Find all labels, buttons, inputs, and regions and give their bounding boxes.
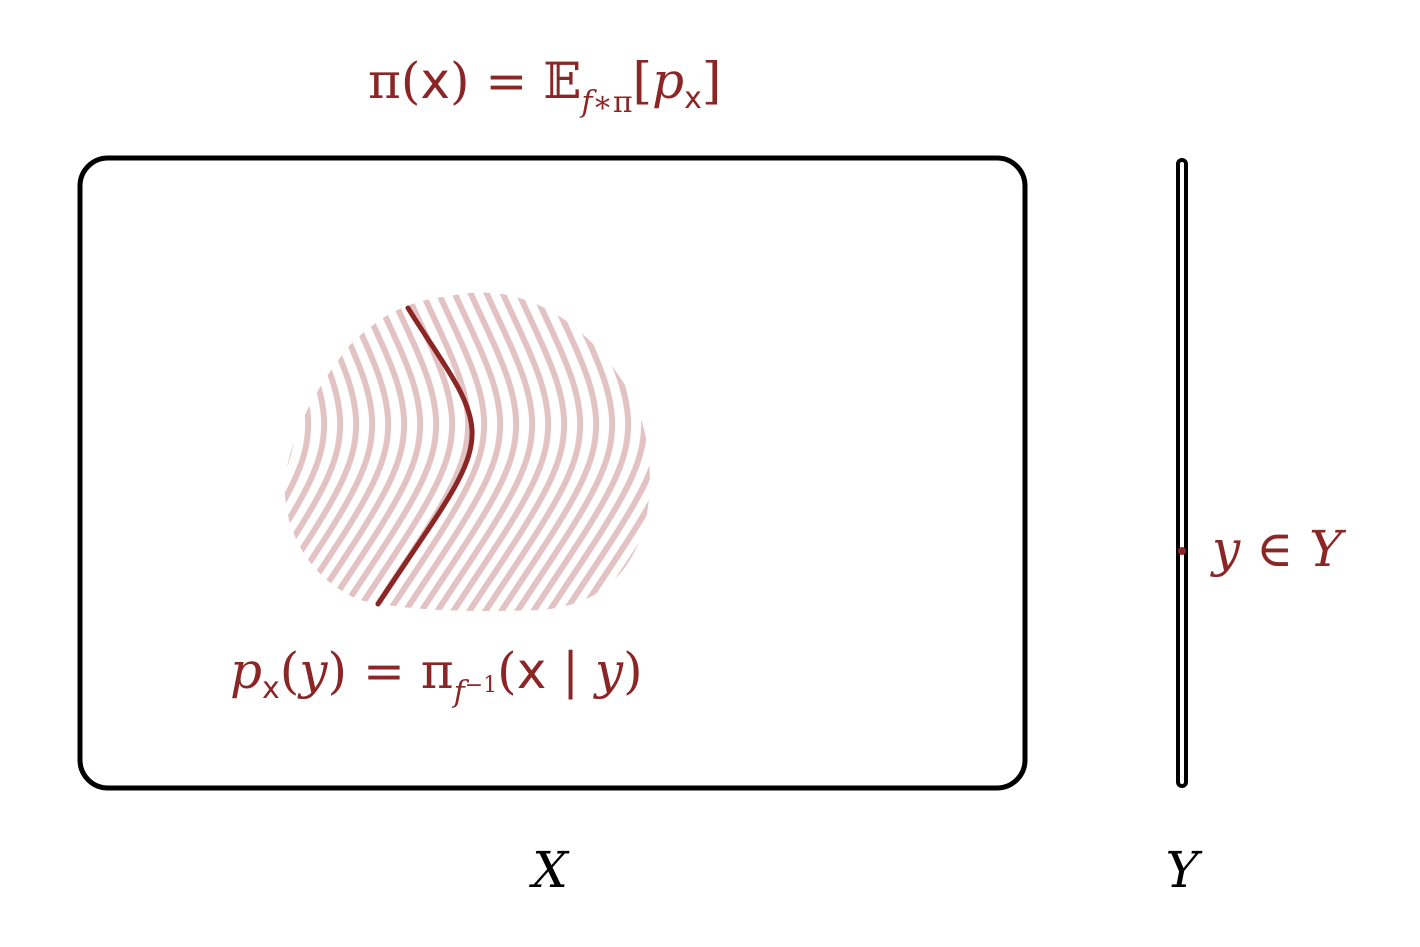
fiber-stripe xyxy=(434,292,568,611)
space-y-label: Y xyxy=(1165,841,1202,899)
open-paren: ( xyxy=(280,642,300,700)
fiber-stripe xyxy=(354,292,488,611)
p-symbol: p xyxy=(230,642,262,700)
fiber-stripe xyxy=(610,292,650,611)
pi-symbol: π xyxy=(368,52,401,110)
space-x-frame xyxy=(77,155,1028,791)
p-symbol: p xyxy=(652,52,684,110)
Y-space: Y xyxy=(1309,520,1346,578)
p-subscript-x: x xyxy=(684,81,702,116)
fiber-stripe xyxy=(370,292,504,611)
fiber-stripe xyxy=(386,292,520,611)
fiber-stripe xyxy=(290,292,424,611)
point-y-marker xyxy=(1178,547,1186,555)
x-variable: x xyxy=(517,642,547,700)
y-variable-2: y xyxy=(593,642,624,700)
fiber-stripe xyxy=(306,292,440,611)
close-equals: ) = xyxy=(328,642,421,700)
fiber-density-formula: px(y) = πf−1(x | y) xyxy=(230,642,643,710)
pushforward-formula: π(x) = 𝔼f∗π[px] xyxy=(368,52,721,120)
x-variable: x xyxy=(420,52,450,110)
left-bracket: [ xyxy=(633,52,653,110)
p-subscript-x: x xyxy=(262,671,280,706)
fiber-stripe xyxy=(149,250,276,660)
fiber-stripe xyxy=(450,292,584,611)
fiber-stripe xyxy=(418,292,552,611)
subscript-star: ∗ xyxy=(592,85,612,120)
pi-symbol: π xyxy=(421,642,454,700)
fiber-stripe xyxy=(626,292,650,611)
expectation-symbol: 𝔼 xyxy=(543,52,581,110)
open-paren: ( xyxy=(401,52,421,110)
superscript-inverse: −1 xyxy=(465,673,497,698)
space-x-label: X xyxy=(528,841,570,899)
subscript-pi: π xyxy=(613,85,633,120)
close-paren-2: ) xyxy=(623,642,643,700)
right-bracket: ] xyxy=(702,52,722,110)
fiber-stripe xyxy=(642,292,650,611)
element-of-symbol: ∈ xyxy=(1240,520,1309,578)
y-variable: y xyxy=(1210,520,1241,578)
point-y-label: y ∈ Y xyxy=(1210,520,1346,578)
fiber-stripe xyxy=(284,292,296,611)
fiber-region xyxy=(85,250,650,660)
fiber-stripe xyxy=(85,250,212,660)
fiber-stripe xyxy=(578,292,650,611)
open-paren-2: ( xyxy=(497,642,517,700)
conditional-bar: | xyxy=(546,642,595,700)
fiber-stripe xyxy=(322,292,456,611)
space-y-bar xyxy=(1176,158,1188,788)
y-variable: y xyxy=(297,642,328,700)
fiber-stripe xyxy=(402,292,536,611)
fiber-stripe xyxy=(284,292,312,611)
fiber-stripe xyxy=(117,250,244,660)
fiber-stripe xyxy=(546,292,650,611)
fiber-stripe xyxy=(466,292,600,611)
close-equals: ) = xyxy=(450,52,543,110)
highlighted-fiber-curve xyxy=(375,305,475,607)
fiber-stripe xyxy=(562,292,650,611)
fiber-stripe xyxy=(133,250,260,660)
fiber-stripes xyxy=(85,250,650,660)
fiber-stripe xyxy=(594,292,650,611)
fiber-stripe xyxy=(101,250,228,660)
